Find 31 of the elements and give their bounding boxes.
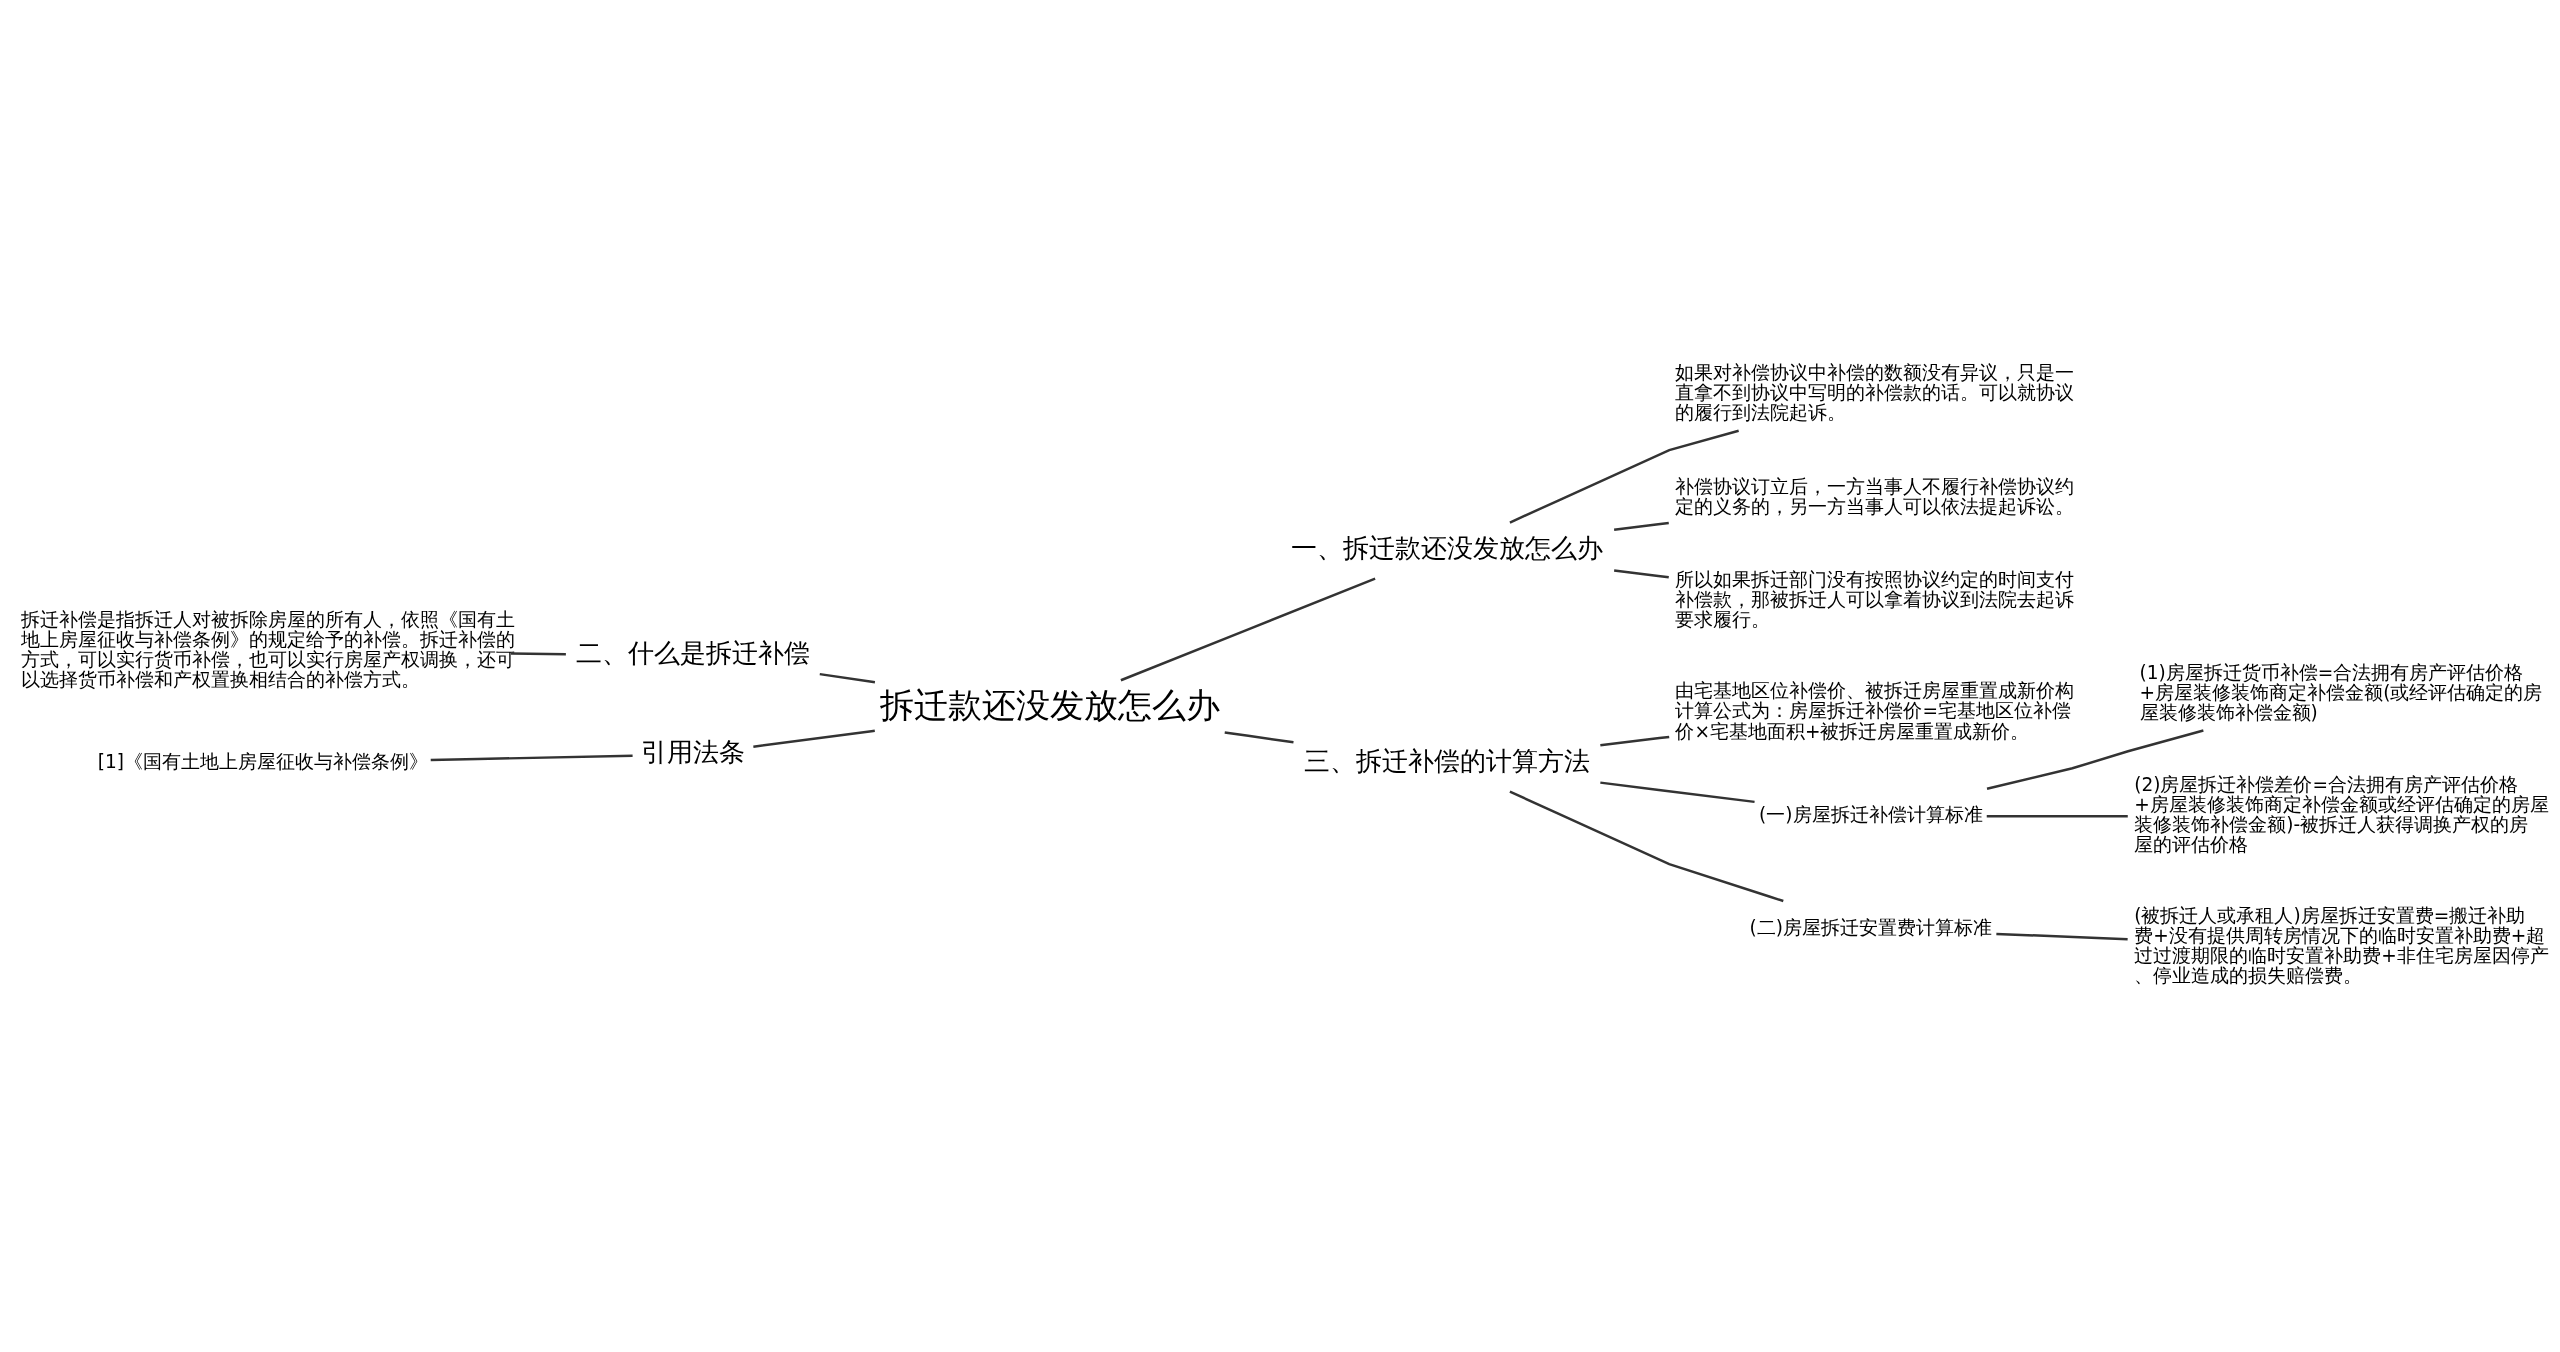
connector — [1509, 429, 1739, 524]
connector — [1613, 521, 1669, 532]
node-text: 一、拆迁款还没发放怎么办 — [1290, 532, 1603, 563]
node-text: 三、拆迁补偿的计算方法 — [1303, 745, 1590, 776]
node-text: 如果对补偿协议中补偿的数额没有异议，只是一直拿不到协议中写明的补偿款的话。可以就协议的履行到法院起诉。 — [1675, 362, 2075, 424]
connector — [1614, 569, 1669, 579]
connector — [819, 672, 876, 684]
connector — [510, 652, 566, 656]
node-text: 拆迁款还没发放怎么办 — [879, 684, 1220, 725]
connector — [1986, 814, 2128, 818]
node-text: 二、什么是拆迁补偿 — [576, 637, 811, 668]
node-text: 拆迁补偿是指拆迁人对被拆除房屋的所有人，依照《国有土地上房屋征收与补偿条例》的规定给予的补偿。拆迁补偿的方式，可以实行货币补偿，也可以实行房屋产权调换，还可以选择货币补偿和产权置换相结合的补偿方式。 — [21, 608, 516, 690]
connector — [1224, 731, 1294, 744]
node-text: 由宅基地区位补偿价、被拆迁房屋重置成新价构计算公式为：房屋拆迁补偿价=宅基地区位补偿价×宅基地面积+被拆迁房屋重置成新价。 — [1675, 680, 2075, 742]
connector — [1600, 781, 1755, 804]
node-text: 补偿协议订立后，一方当事人不履行补偿协议约定的义务的，另一方当事人可以依法提起诉讼。 — [1675, 475, 2075, 517]
connector — [1509, 790, 1784, 903]
node-text: (一)房屋拆迁补偿计算标准 — [1759, 803, 1983, 825]
node-text: [1]《国有土地上房屋征收与补偿条例》 — [97, 751, 428, 773]
node-text: (1)房屋拆迁货币补偿=合法拥有房产评估价格+房屋装修装饰商定补偿金额(或经评估确定的房屋装修装饰补偿金额) — [2139, 661, 2543, 724]
connector — [1986, 729, 2204, 790]
node-text: 引用法条 — [641, 736, 746, 767]
node-text: (被拆迁人或承租人)房屋拆迁安置费=搬迁补助费+没有提供周转房情况下的临时安置补助费+超过过渡期限的临时安置补助费+非住宅房屋因停产、停业造成的损失赔偿费。 — [2134, 905, 2549, 987]
connector — [1600, 735, 1670, 747]
connector — [753, 729, 875, 748]
node-text: 所以如果拆迁部门没有按照协议约定的时间支付补偿款，那被拆迁人可以拿着协议到法院去起诉要求履行。 — [1675, 569, 2075, 631]
node-text: (二)房屋拆迁安置费计算标准 — [1749, 916, 1993, 938]
connector — [1120, 577, 1376, 682]
node-text: (2)房屋拆迁补偿差价=合法拥有房产评估价格+房屋装修装饰商定补偿金额或经评估确定的房屋装修装饰补偿金额)-被拆迁人获得调换产权的房屋的评估价格 — [2134, 773, 2549, 856]
connector — [1996, 932, 2128, 941]
connector — [430, 754, 633, 762]
